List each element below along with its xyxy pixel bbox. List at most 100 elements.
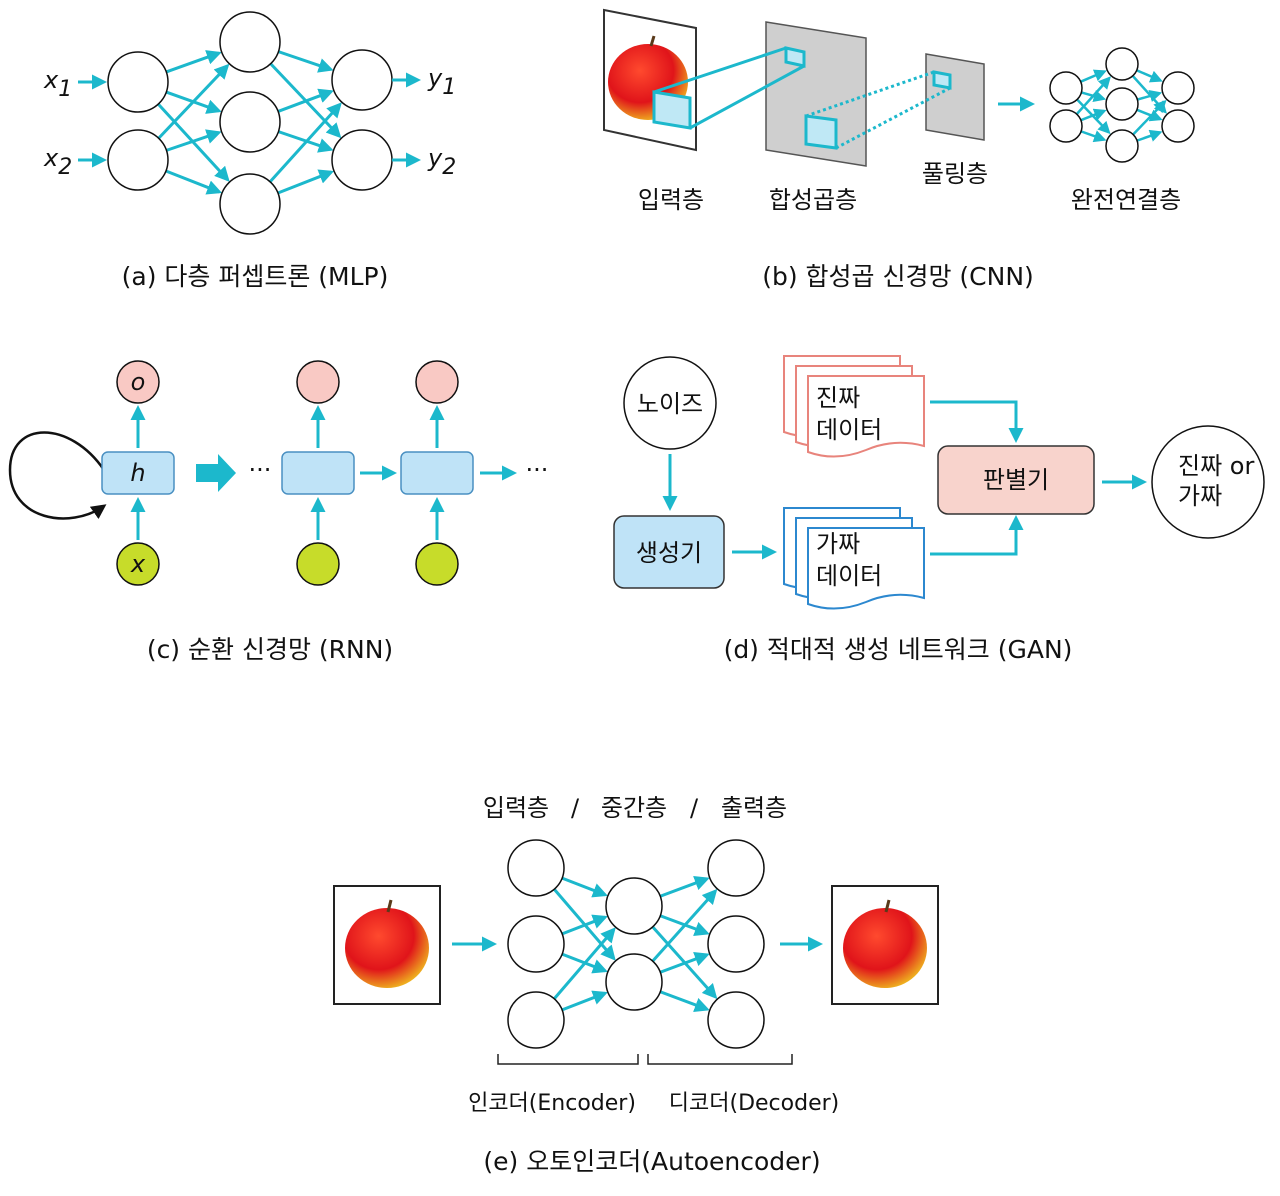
- cnn-conv-layer-label: 합성곱층: [769, 186, 857, 214]
- ae-input-apple: [345, 899, 429, 988]
- rnn-diagram: o h x ··· ··· (c) 순환 신경망 (RNN): [8, 360, 548, 664]
- cnn-fc-edge-1-1-1: [1080, 69, 1107, 83]
- rnn-output-node-2: [296, 360, 340, 404]
- mlp-edge-1-1-1: [165, 50, 222, 74]
- rnn-hidden-node-1: [101, 451, 175, 495]
- mlp-y2-label: y2: [427, 144, 456, 180]
- cnn-fc-edge-1-2-1: [1075, 76, 1111, 115]
- ae-input-layer-header: 입력층: [483, 794, 549, 822]
- gan-caption: (d) 적대적 생성 네트워크 (GAN): [724, 635, 1073, 664]
- cnn-fc-edge-2-3-2: [1136, 129, 1163, 142]
- ae-output-apple: [843, 899, 927, 988]
- gan-fake-to-discriminator-arrow: [930, 515, 1024, 556]
- cnn-fc-node-l1-2: [1049, 109, 1083, 143]
- cnn-fc-edge-2-3-1: [1132, 99, 1167, 136]
- mlp-neurons: [107, 11, 393, 235]
- gan-result-node: [1151, 425, 1265, 539]
- rnn-hidden-node-2: [281, 451, 355, 495]
- mlp-x1-label: x1: [43, 66, 72, 102]
- ae-decoder-label: 디코더(Decoder): [669, 1091, 839, 1116]
- rnn-input-label: x: [130, 550, 146, 578]
- rnn-output-node-3: [415, 360, 459, 404]
- cnn-diagram: 입력층 합성곱층 풀링층 완전연결층 (b) 합성곱 신경망 (CNN): [603, 8, 1195, 291]
- gan-fake-data-label-2: 데이터: [816, 562, 882, 590]
- rnn-output-label: o: [131, 368, 146, 396]
- mlp-edge-1-2-1: [157, 63, 230, 140]
- mlp-diagram: x1 x2 y1 y2 (a) 다층 퍼셉트론 (MLP): [43, 11, 456, 291]
- rnn-hidden-node-3: [400, 451, 474, 495]
- cnn-input-layer-label: 입력층: [638, 186, 704, 214]
- ae-node-l1-3: [507, 991, 565, 1049]
- mlp-node-l3-2: [331, 129, 393, 191]
- ae-node-l1-2: [507, 915, 565, 973]
- cnn-fc-edge-2-2-1: [1137, 89, 1163, 102]
- cnn-fc-layer-label: 완전연결층: [1071, 186, 1181, 214]
- cnn-pool-patch: [932, 70, 952, 90]
- ae-edge-1-3-1: [553, 927, 616, 1000]
- ae-encoder-bracket: [497, 1054, 639, 1065]
- rnn-output-node-1: [116, 360, 160, 404]
- rnn-unroll-arrow: [196, 454, 236, 492]
- ae-edge-2-2-3: [659, 990, 710, 1013]
- gan-result-label-2: 가짜: [1178, 482, 1222, 510]
- ae-decoder-bracket: [647, 1054, 793, 1065]
- rnn-hidden-label: h: [130, 459, 145, 487]
- mlp-node-l1-2: [107, 129, 169, 191]
- ae-node-l3-1: [707, 839, 765, 897]
- autoencoder-diagram: 입력층 / 중간층 / 출력층 인코더(Encoder) 디코더(Decoder…: [333, 794, 939, 1176]
- cnn-fc-node-l3-2: [1161, 109, 1195, 143]
- mlp-node-l2-2: [219, 91, 281, 153]
- cnn-pool-plate: [925, 53, 985, 141]
- mlp-connections: [157, 50, 342, 195]
- ae-connections: [553, 875, 718, 1013]
- cnn-input-patch: [652, 90, 692, 130]
- ae-node-l3-2: [707, 915, 765, 973]
- ae-output-layer-header: 출력층: [721, 794, 787, 822]
- rnn-input-node-2: [296, 542, 340, 586]
- mlp-edge-2-3-2: [277, 169, 335, 195]
- cnn-fc-connections: [1075, 69, 1167, 143]
- rnn-input-node-1: [116, 542, 160, 586]
- gan-result-label-1: 진짜 or: [1178, 452, 1254, 480]
- gan-fake-data-stack: [783, 507, 925, 610]
- mlp-node-l3-1: [331, 49, 393, 111]
- ae-middle-layer-header: 중간층: [601, 794, 667, 822]
- gan-real-to-discriminator-arrow: [930, 400, 1024, 443]
- mlp-node-l2-3: [219, 173, 281, 235]
- ae-header-separator-1: /: [571, 794, 580, 822]
- mlp-y1-label: y1: [427, 64, 456, 100]
- rnn-recurrent-loop: [8, 431, 107, 520]
- gan-generator-box: [613, 515, 725, 589]
- gan-real-data-label-2: 데이터: [816, 416, 882, 444]
- ae-edge-2-2-2: [659, 951, 710, 974]
- gan-discriminator-box: [937, 445, 1095, 515]
- ae-edge-1-3-2: [561, 990, 608, 1012]
- gan-noise-label: 노이즈: [637, 390, 703, 418]
- mlp-x2-label: x2: [43, 144, 72, 180]
- rnn-caption: (c) 순환 신경망 (RNN): [147, 635, 393, 664]
- mlp-edge-2-2-1: [277, 88, 334, 113]
- mlp-edge-2-3-1: [268, 102, 342, 183]
- ae-caption: (e) 오토인코더(Autoencoder): [483, 1147, 820, 1176]
- gan-generator-label: 생성기: [636, 539, 702, 567]
- cnn-fc-node-l2-2: [1105, 87, 1139, 121]
- cnn-fc-edge-2-2-2: [1136, 108, 1163, 122]
- mlp-node-l2-1: [219, 11, 281, 73]
- gan-noise-node: [623, 356, 717, 450]
- cnn-fc-edge-1-2-2: [1080, 108, 1107, 122]
- cnn-fc-node-l2-3: [1105, 129, 1139, 163]
- cnn-fc-node-l1-1: [1049, 71, 1083, 105]
- cnn-fc-edge-1-2-3: [1080, 130, 1107, 143]
- cnn-conv-patch: [804, 114, 838, 150]
- gan-real-data-label-1: 진짜: [816, 384, 860, 412]
- cnn-fc-edge-2-1-1: [1136, 69, 1163, 83]
- cnn-link-1: [653, 46, 787, 94]
- mlp-edge-1-2-2: [165, 129, 222, 152]
- mlp-edge-2-1-1: [277, 50, 334, 73]
- cnn-link-3: [805, 70, 935, 118]
- gan-diagram: 노이즈 생성기 진짜 데이터 가짜 데이터 판별기 진짜 or 가짜 (d) 적…: [613, 355, 1265, 664]
- ae-node-l2-1: [605, 877, 663, 935]
- ae-node-l2-2: [605, 953, 663, 1011]
- cnn-fc-node-l3-1: [1161, 71, 1195, 105]
